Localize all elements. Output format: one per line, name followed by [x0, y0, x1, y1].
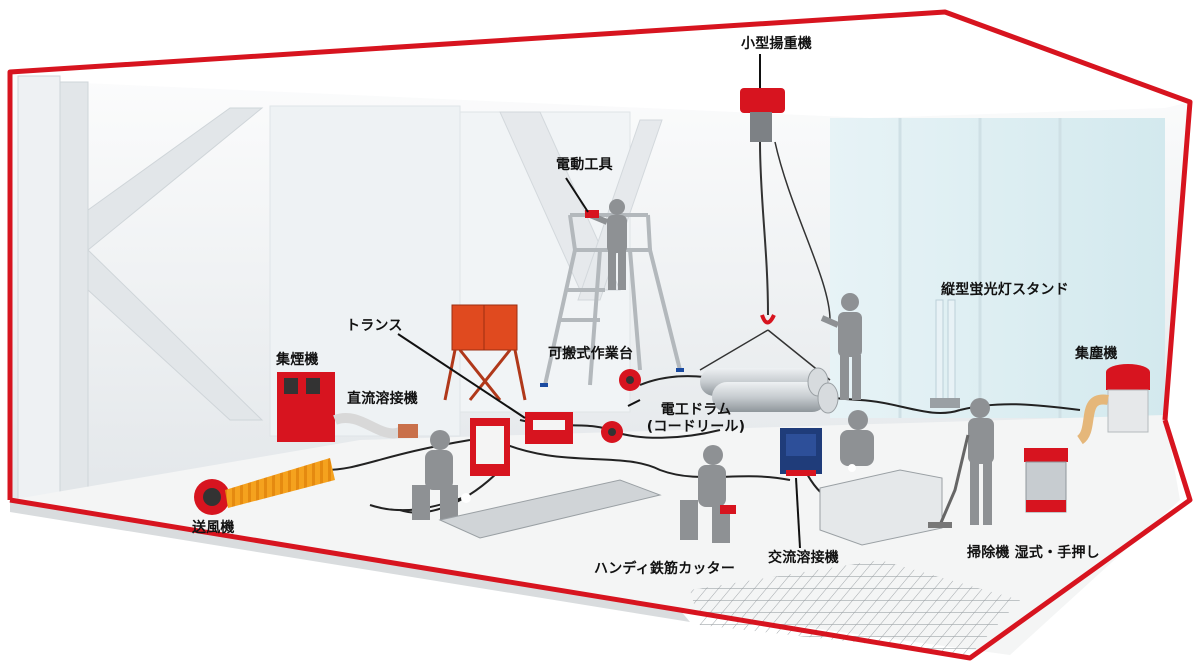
label-dc-welder: 直流溶接機 — [347, 391, 418, 407]
floor-outline — [9, 419, 1193, 661]
label-smoke-collector: 集煙機 — [276, 352, 319, 368]
blower — [194, 458, 335, 515]
label-drum-line1: 電工ドラム — [660, 402, 732, 418]
label-ac-welder: 交流溶接機 — [768, 550, 839, 566]
leader-lines — [397, 54, 801, 549]
steel-beam — [438, 479, 662, 539]
worker-rebar-cutter — [680, 445, 736, 543]
steel-k-brace — [17, 75, 264, 507]
worker-hoist-operator — [820, 293, 862, 400]
label-dust-collector: 集塵機 — [1075, 346, 1118, 362]
worker-with-drill — [585, 199, 627, 290]
dc-welder — [470, 418, 510, 476]
label-drum-line2: (コードリール) — [646, 419, 746, 435]
label-light-stand: 縦型蛍光灯スタンド — [941, 282, 1069, 298]
room-outline — [7, 9, 1193, 500]
dust-collector — [1076, 364, 1150, 445]
worker-welding-2 — [840, 410, 874, 472]
worker-welding — [412, 430, 471, 520]
wet-vacuum-cleaner — [1024, 448, 1068, 513]
smoke-collector — [277, 372, 418, 442]
label-power-tool: 電動工具 — [556, 157, 613, 173]
label-blower: 送風機 — [192, 520, 235, 536]
chain-hoist — [699, 88, 831, 381]
label-rebar-cutter: ハンディ鉄筋カッター — [594, 561, 736, 577]
cord-reel — [601, 369, 641, 443]
rebar-mesh — [690, 560, 1020, 655]
ac-welder — [780, 428, 822, 476]
ceiling — [10, 12, 1190, 118]
distribution-panel — [443, 304, 527, 401]
worker-cleaning — [928, 398, 994, 528]
steel-pipes — [700, 367, 839, 414]
fluorescent-light-stand — [930, 299, 960, 408]
label-transformer: トランス — [346, 318, 403, 334]
transformer-unit — [525, 412, 573, 444]
label-cleaner: 掃除機 湿式・手押し — [967, 545, 1100, 561]
floor-slab-edge — [10, 500, 690, 622]
label-platform: 可搬式作業台 — [548, 346, 634, 362]
label-electric-drum: 電工ドラム (コードリール) — [636, 402, 756, 436]
label-hoist: 小型揚重機 — [741, 36, 812, 52]
